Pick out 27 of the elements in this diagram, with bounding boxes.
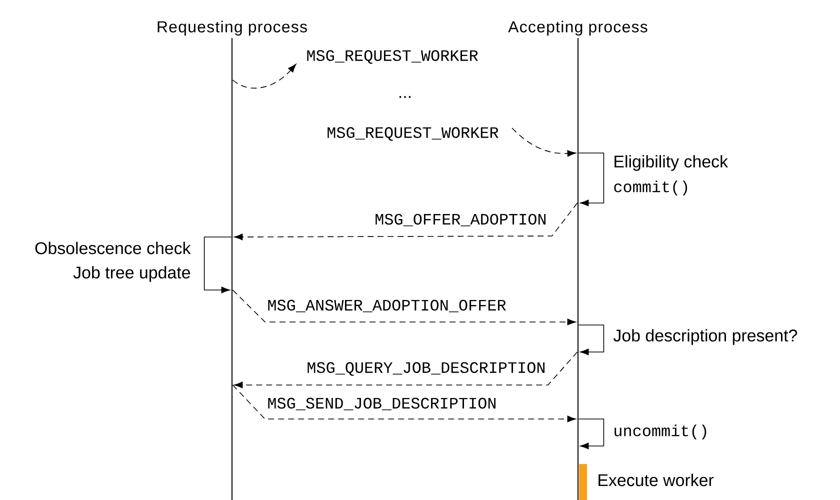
edge-label: MSG_OFFER_ADOPTION	[374, 212, 548, 228]
edge-label: MSG_QUERY_JOB_DESCRIPTION	[306, 361, 547, 377]
activation-bar	[579, 464, 587, 500]
bar-caption: Execute worker	[598, 474, 714, 486]
message-arrow	[512, 128, 576, 157]
step-note: Job description present?	[613, 329, 798, 345]
code-note: commit()	[614, 180, 688, 196]
node-label: Requesting process	[158, 20, 307, 36]
self-loop-arrow	[578, 418, 604, 450]
message-arrow	[234, 352, 578, 388]
code-note: uncommit()	[614, 424, 706, 440]
self-loop-arrow	[578, 152, 604, 206]
edge-label: MSG_REQUEST_WORKER	[326, 126, 500, 142]
message-arrow	[232, 64, 296, 88]
self-loop-arrow	[204, 236, 232, 294]
message-arrow	[232, 384, 576, 422]
message-arrow	[232, 290, 576, 326]
node-label: Accepting process	[508, 20, 648, 36]
step-note: Obsolescence check	[35, 242, 191, 254]
step-note: Job tree update	[73, 266, 190, 282]
step-note: Eligibility check	[614, 155, 728, 171]
edge-label: MSG_SEND_JOB_DESCRIPTION	[266, 396, 498, 412]
ellipsis: ...	[400, 96, 411, 98]
edge-label: MSG_REQUEST_WORKER	[305, 49, 480, 65]
self-loop-arrow	[578, 324, 604, 356]
edge-label: MSG_ANSWER_ADOPTION_OFFER	[266, 298, 508, 314]
message-arrow	[234, 202, 578, 240]
